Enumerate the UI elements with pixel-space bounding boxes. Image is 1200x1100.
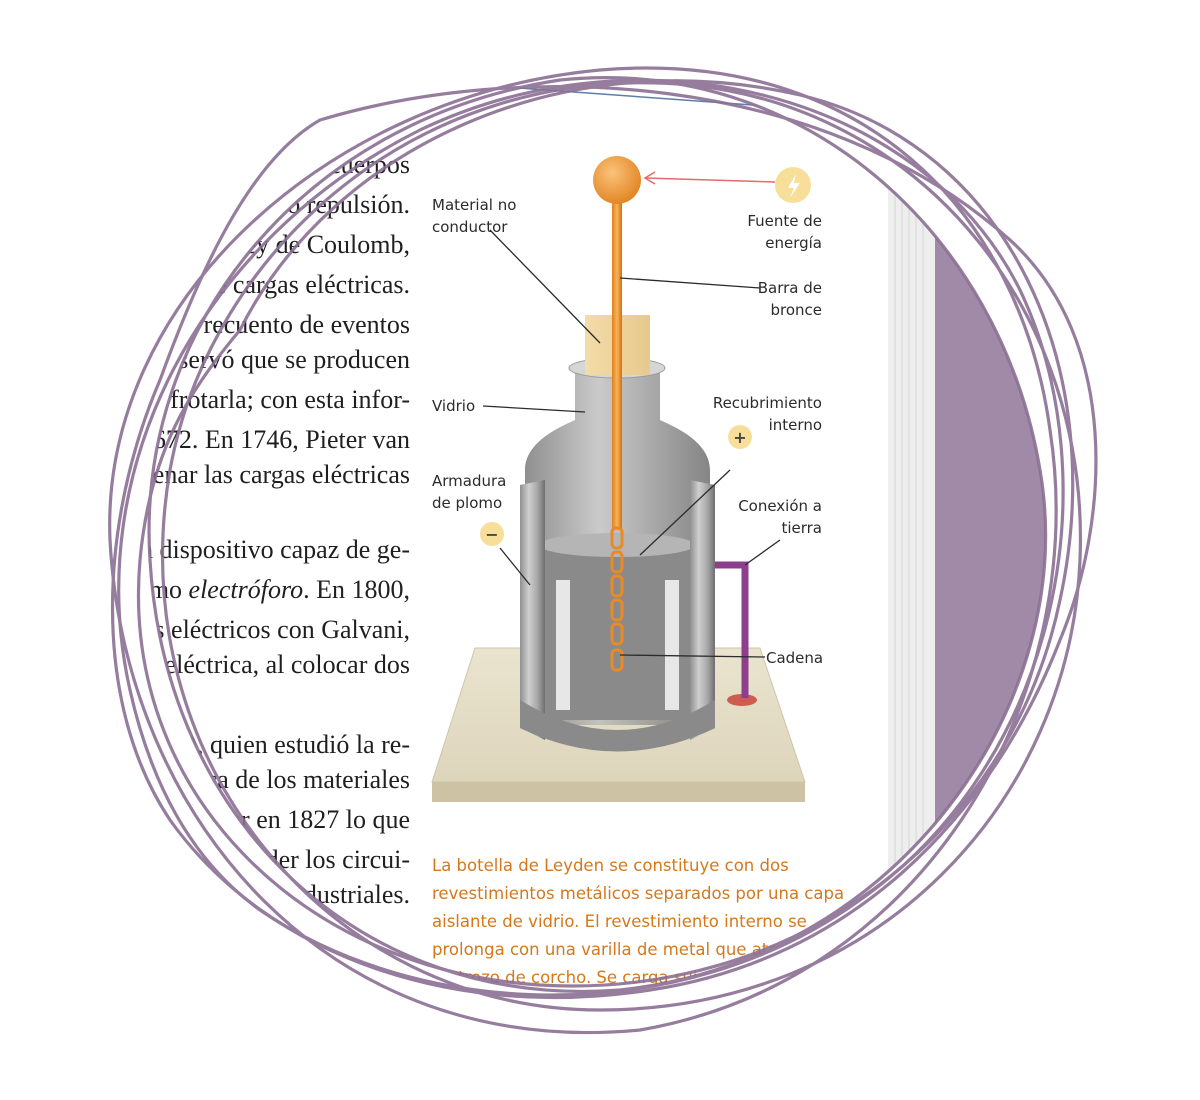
- caption-line: prolonga con una varilla de metal que at…: [432, 940, 829, 959]
- minus-badge: −: [480, 522, 504, 546]
- minus-symbol: −: [485, 525, 498, 544]
- leader-line-conexion-a-tierra: [745, 540, 780, 565]
- label-material-no-conductor: Material no conductor: [432, 196, 517, 236]
- body-text-line: la eléctrica, al colocar dos: [139, 650, 410, 679]
- body-text-line: re cargas eléctricas.: [206, 270, 410, 299]
- emphasis-term: electróforo: [188, 575, 304, 604]
- label-armadura-de-plomo: Armadura de plomo: [432, 472, 507, 512]
- label-barra-de-bronce: Barra de bronce: [757, 279, 822, 319]
- frame-loop: [108, 66, 1058, 1035]
- label-conexion-a-tierra: Conexión a tierra: [738, 497, 822, 537]
- caption-line: revestimientos metálicos separados por u…: [432, 884, 845, 903]
- frame-loop: [117, 78, 1065, 997]
- leader-line-vidrio: [483, 406, 585, 412]
- label-recubrimiento-interno: Recubrimiento interno: [712, 394, 822, 434]
- caption-line: La botella de Leyden se constituye con d…: [432, 856, 789, 875]
- lightning-bolt-icon: [775, 167, 811, 203]
- leyden-jar: [520, 156, 715, 752]
- plus-badge: +: [728, 425, 752, 449]
- body-text-line: nos eléctricos con Galvani,: [128, 615, 410, 644]
- leader-lines: [483, 230, 780, 657]
- leader-line-recubrimiento-interno: [640, 470, 730, 555]
- body-text-line: 1672. En 1746, Pieter van: [139, 425, 410, 454]
- leader-line-armadura-de-plomo: [500, 548, 530, 585]
- frame-loop: [136, 79, 1075, 988]
- label-fuente-de-energia: Fuente de energía: [747, 212, 822, 252]
- caption-line: aislante de vidrio. El revestimiento int…: [432, 912, 807, 931]
- leader-line-barra-de-bronce: [620, 278, 760, 288]
- frame-loop: [161, 81, 1083, 1012]
- label-vidrio: Vidrio: [432, 397, 476, 415]
- plus-symbol: +: [733, 428, 746, 447]
- frame-loop: [110, 84, 1098, 1000]
- body-text-line: n dispositivo capaz de ge-: [139, 535, 410, 564]
- leader-line-cadena: [620, 655, 765, 657]
- energy-arrow: [645, 172, 775, 184]
- body-text-line: frotarla; con esta infor-: [170, 385, 410, 414]
- body-text-line: acenar las cargas eléctricas: [129, 460, 410, 489]
- leader-line-material-no-conductor: [490, 230, 600, 343]
- body-text-segment: . En 1800,: [303, 575, 410, 604]
- label-cadena: Cadena: [766, 649, 824, 667]
- frame-loop: [147, 76, 1048, 993]
